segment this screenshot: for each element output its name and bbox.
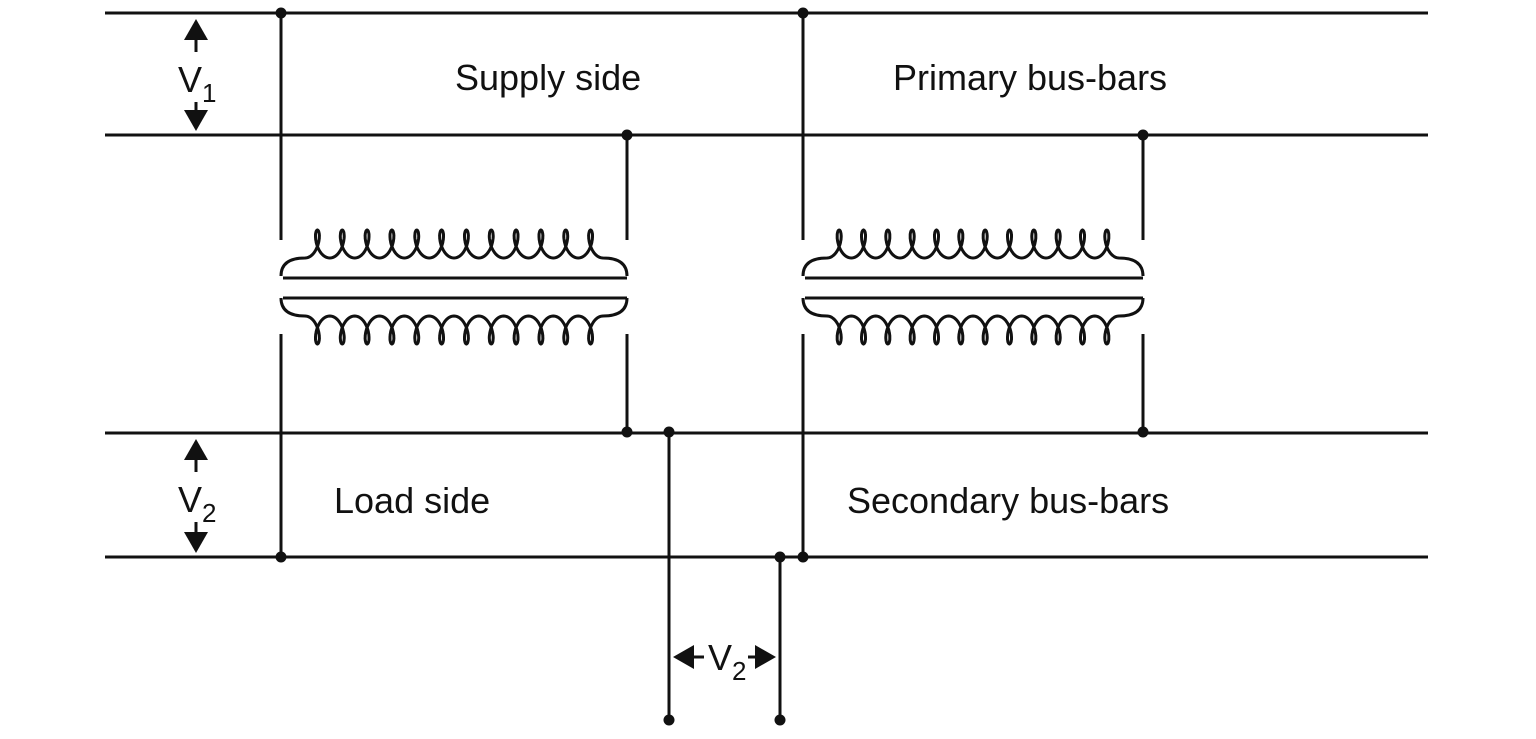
junction-dot (797, 7, 809, 19)
junction-dot (1137, 129, 1149, 141)
secondary-winding (279, 297, 629, 346)
primary-bus-bars-label: Primary bus-bars (893, 57, 1167, 98)
secondary-bus-bars-label: Secondary bus-bars (847, 480, 1169, 521)
secondary-winding (801, 297, 1145, 346)
junction-dot (621, 426, 633, 438)
junction-dot (663, 714, 675, 726)
supply-side-label: Supply side (455, 57, 641, 98)
junction-dot (1137, 426, 1149, 438)
transformer-a (279, 13, 629, 557)
junction-dot (774, 714, 786, 726)
junction-dot (275, 551, 287, 563)
load-side-label: Load side (334, 480, 490, 521)
v1-label: V1 (178, 59, 216, 108)
v2-label: V2 (178, 479, 216, 528)
primary-winding (801, 228, 1145, 277)
junction-dot (621, 129, 633, 141)
bus-lines (105, 11, 1428, 559)
junction-dot (774, 551, 786, 563)
junction-dot (663, 426, 675, 438)
primary-winding (279, 228, 629, 277)
v2-output-label: V2 (708, 637, 746, 686)
junction-dot (275, 7, 287, 19)
output-leads (667, 433, 782, 720)
transformer-b (801, 13, 1145, 557)
junction-dot (797, 551, 809, 563)
voltage-arrows (184, 19, 776, 669)
